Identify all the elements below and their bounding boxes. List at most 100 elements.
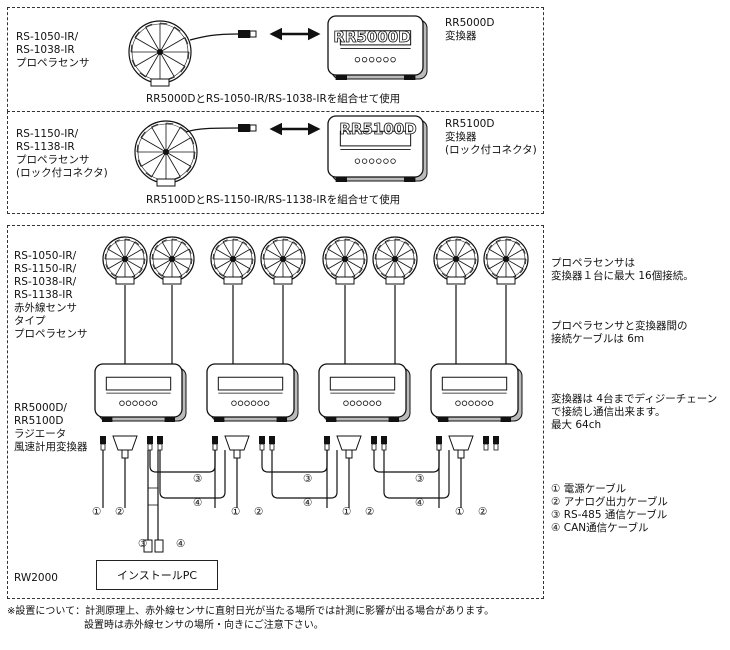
can-connector	[381, 436, 387, 451]
can-daisy-chain	[271, 450, 338, 499]
system-propeller-sensor	[210, 236, 256, 285]
panel2-sensor-connector	[238, 124, 250, 132]
note-cable-length-1: プロペラセンサと変換器間の	[551, 320, 688, 332]
panel2-sensor-label-3: プロペラセンサ	[16, 154, 90, 166]
rs485-daisy-chain	[261, 450, 328, 473]
cable-label-3: ③	[415, 473, 425, 485]
system-propeller-sensor	[102, 236, 148, 285]
analog-connector	[112, 435, 138, 459]
panel3-sensor-label-3: RS-1038-IR/	[14, 276, 77, 288]
cable-label-1: ①	[231, 506, 241, 518]
panel3-sensor-label-4: RS-1138-IR	[14, 289, 73, 301]
panel3-converter-label-3: ラジエータ	[14, 428, 67, 440]
panel-rw2000-system	[7, 225, 544, 599]
panel1-sensor-plug	[249, 30, 257, 38]
rs485-connector	[259, 436, 265, 451]
panel3-system-label: RW2000	[14, 572, 58, 584]
system-propeller-sensor	[322, 236, 368, 285]
can-connector	[493, 436, 499, 451]
rs485-daisy-chain	[373, 450, 440, 473]
install-pc-box: インストールPC	[96, 560, 218, 590]
panel2-sensor-cable	[185, 127, 239, 133]
rs485-connector	[147, 436, 153, 451]
system-propeller-sensor	[260, 236, 306, 285]
panel3-sensor-label-2: RS-1150-IR/	[14, 263, 77, 275]
chain-in-connector	[324, 436, 330, 451]
panel1-sensor-cable	[189, 33, 239, 41]
legend-power-cable: ① 電源ケーブル	[551, 483, 627, 495]
panel3-sensor-label-1: RS-1050-IR/	[14, 250, 77, 262]
analog-connector	[224, 435, 250, 459]
system-propeller-sensor	[372, 236, 418, 285]
panel2-device-label-3: (ロック付コネクタ)	[445, 144, 537, 156]
cable-label-2: ②	[115, 506, 125, 518]
cable-label-1: ①	[455, 506, 465, 518]
cable-label-2: ②	[254, 506, 264, 518]
panel3-sensor-label-6: タイプ	[14, 315, 46, 327]
power-connector	[100, 436, 106, 451]
panel2-device-label-1: RR5100D	[445, 118, 495, 130]
panel3-sensor-label-7: プロペラセンサ	[14, 328, 88, 340]
note-sensor-count-1: プロペラセンサは	[551, 257, 635, 269]
system-converter	[94, 363, 187, 422]
panel1-caption: RR5000DとRS-1050-IR/RS-1038-IRを組合せて使用	[146, 93, 401, 105]
cable-label-3: ③	[303, 473, 313, 485]
panel-rr5100d	[7, 111, 544, 214]
propeller-sensors	[102, 20, 529, 285]
legend-can-cable: ④ CAN通信ケーブル	[551, 522, 649, 534]
cable-label-3: ③	[193, 473, 203, 485]
panel1-propeller-sensor	[128, 20, 192, 87]
cable-label-1: ①	[342, 506, 352, 518]
converter-devices	[94, 15, 523, 553]
system-propeller-sensor	[483, 236, 529, 285]
legend-analog-cable: ② アナログ出力ケーブル	[551, 496, 668, 508]
panel2-sensor-plug	[249, 124, 257, 132]
rs485-connector	[483, 436, 489, 451]
cable-label-3: ③	[138, 538, 148, 550]
panel2-propeller-sensor	[134, 120, 198, 187]
system-converter	[318, 363, 411, 422]
device-display-rr5100d: RR5100D	[339, 120, 416, 138]
note-daisy-chain-2: で接続し通信出来ます。	[551, 406, 666, 418]
can-connector	[157, 436, 163, 451]
rs485-connector	[371, 436, 377, 451]
legend-rs485-cable: ③ RS-485 通信ケーブル	[551, 509, 668, 521]
panel3-converter-label-1: RR5000D/	[14, 402, 67, 414]
chain-in-connector	[212, 436, 218, 451]
pc-can-plug	[154, 539, 164, 553]
cable-label-4: ④	[193, 497, 203, 509]
cable-label-4: ④	[415, 497, 425, 509]
cable-label-4: ④	[176, 538, 186, 550]
system-converter	[206, 363, 299, 422]
cable-label-4: ④	[303, 497, 313, 509]
analog-connector	[448, 435, 474, 459]
panel2-converter-rr5100d	[327, 115, 428, 182]
panel1-converter-rr5000d	[327, 15, 428, 80]
cables	[102, 27, 507, 540]
panel1-sensor-label-3: プロペラセンサ	[16, 57, 90, 69]
note-cable-length-2: 接続ケーブルは 6m	[551, 333, 645, 345]
can-daisy-chain	[383, 450, 450, 499]
footnote-line-1: ※設置について：計測原理上、赤外線センサに直射日光が当たる場所では計測に影響が出…	[7, 606, 495, 617]
panel2-sensor-label-4: (ロック付コネクタ)	[16, 167, 108, 179]
footnote-line-2: 設置時は赤外線センサの場所・向きにご注意下さい。	[84, 620, 324, 631]
panel1-sensor-label-1: RS-1050-IR/	[16, 31, 79, 43]
panel2-device-label-2: 変換器	[445, 131, 477, 143]
chain-in-connector	[436, 436, 442, 451]
system-propeller-sensor	[149, 236, 195, 285]
panel2-sensor-label-2: RS-1138-IR	[16, 141, 75, 153]
panel1-sensor-connector	[238, 30, 250, 38]
cable-label-2: ②	[365, 506, 375, 518]
analog-connector	[336, 435, 362, 459]
panel3-converter-label-2: RR5100D	[14, 415, 64, 427]
panel3-sensor-label-5: 赤外線センサ	[14, 302, 77, 314]
cable-label-1: ①	[92, 506, 102, 518]
system-propeller-sensor	[433, 236, 479, 285]
can-connector	[269, 436, 275, 451]
panel1-device-label-1: RR5000D	[445, 17, 495, 29]
panel2-sensor-label-1: RS-1150-IR/	[16, 128, 79, 140]
panel1-sensor-label-2: RS-1038-IR	[16, 44, 75, 56]
panel2-caption: RR5100DとRS-1150-IR/RS-1138-IRを組合せて使用	[146, 194, 401, 206]
note-daisy-chain-3: 最大 64ch	[551, 419, 602, 431]
